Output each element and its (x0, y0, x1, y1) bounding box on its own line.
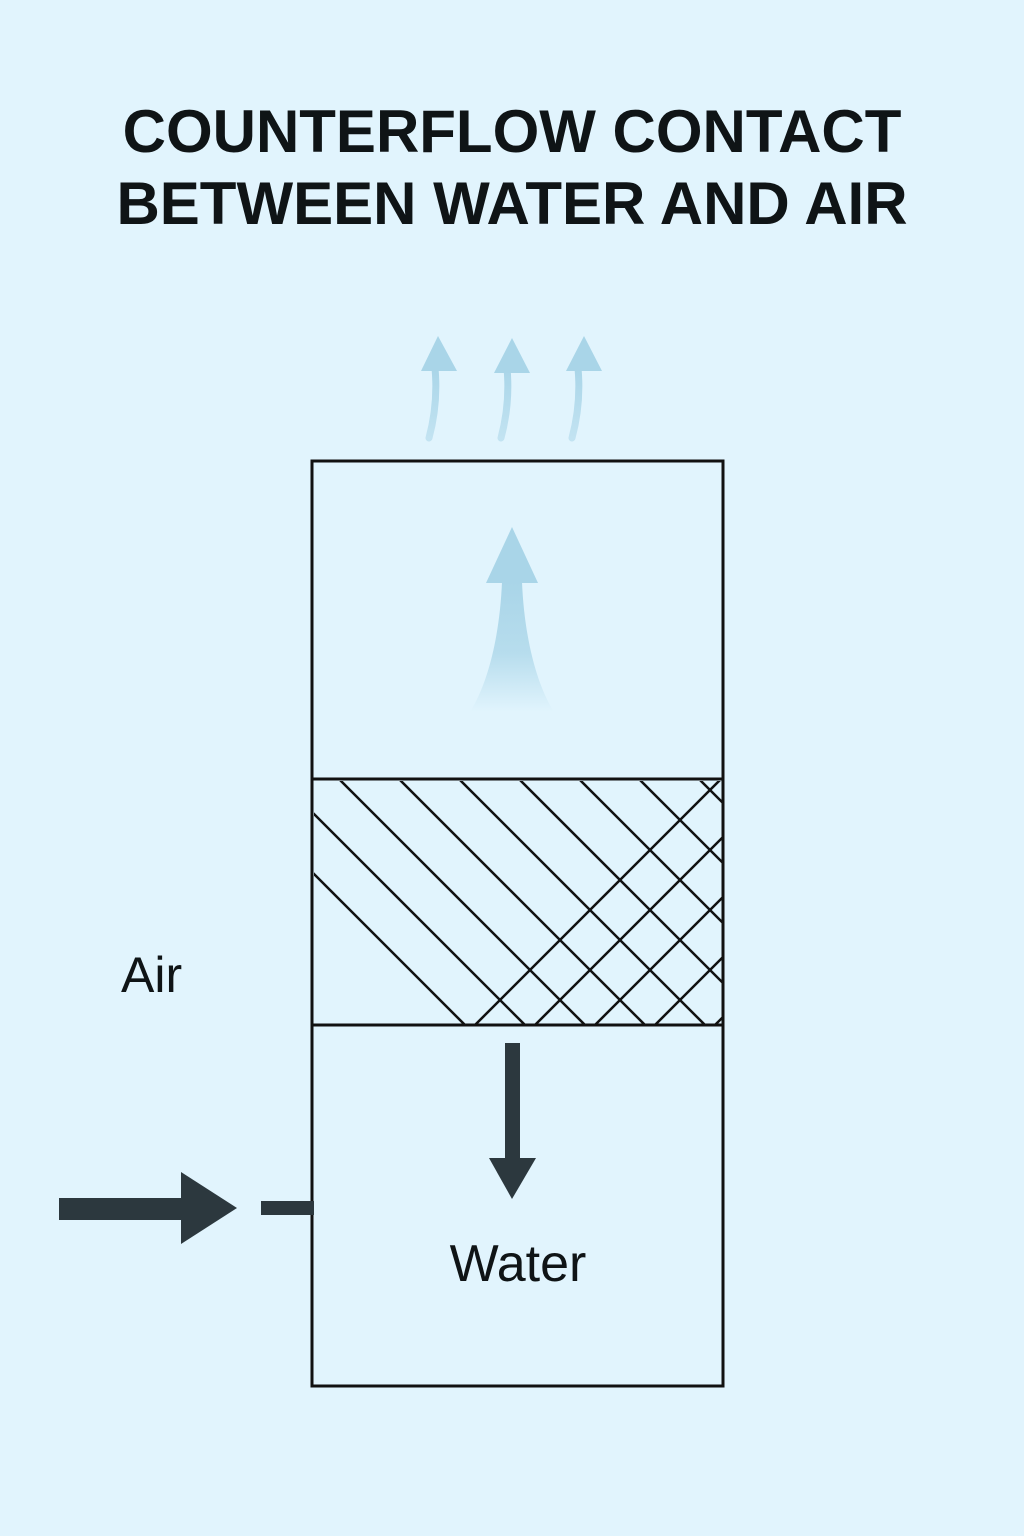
wavy-up-arrow-icon (566, 336, 602, 442)
down-arrow-icon (489, 1043, 536, 1199)
title-line-2: BETWEEN WATER AND AIR (116, 170, 908, 237)
wavy-up-arrow-icon (494, 338, 530, 442)
right-arrow-icon (59, 1172, 237, 1244)
fill-packing (312, 777, 723, 1027)
air-label: Air (121, 947, 183, 1003)
air-inlet-stub (261, 1201, 314, 1215)
exhaust-arrows (421, 336, 602, 442)
tower-outline (310, 459, 725, 1388)
water-label: Water (449, 1235, 587, 1293)
diagram-title: COUNTERFLOW CONTACT BETWEEN WATER AND AI… (0, 96, 1024, 240)
wavy-up-arrow-icon (421, 336, 457, 442)
title-line-1: COUNTERFLOW CONTACT (122, 98, 902, 165)
up-arrow-icon (470, 527, 554, 712)
